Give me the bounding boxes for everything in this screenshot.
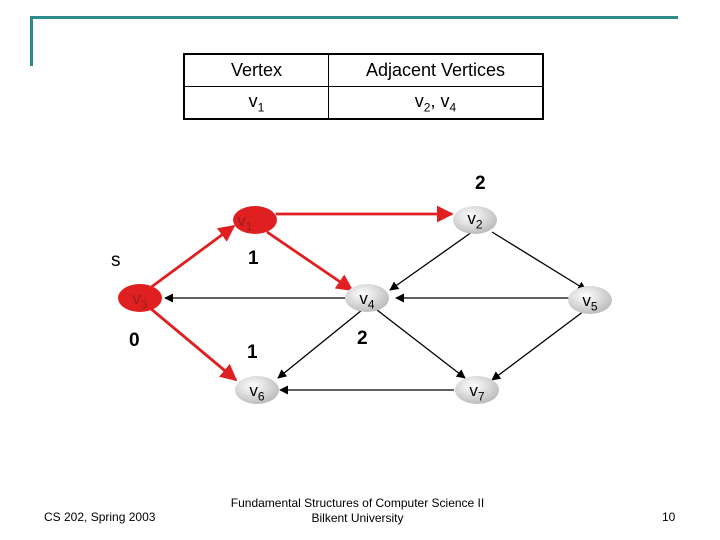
row-vertex-sub: 1 [257,100,265,115]
node-label-v3: v3 [110,289,170,314]
distance-label-v3: 0 [129,330,140,351]
row-adj-v4-letter: v [440,90,450,111]
edge-v3-v1 [149,224,236,290]
edge-v1-v4 [266,230,354,292]
footer-title: Fundamental Structures of Computer Scien… [210,496,505,526]
node-v2-letter: v [467,209,476,228]
distance-label-v1: 1 [248,248,259,269]
node-label-v4: v4 [337,289,397,314]
node-v3-sub: 3 [140,297,148,312]
node-v1 [233,206,277,234]
footer-title-line2: Bilkent University [311,511,404,525]
node-v1-sub: 1 [245,219,253,234]
node-label-v1: v1 [215,211,275,236]
node-v7-sub: 7 [477,389,485,404]
node-label-v6: v6 [227,381,287,406]
node-v1-letter: v [237,211,246,230]
row-vertex-letter: v [248,90,258,111]
top-decoration-line [30,16,678,19]
node-v2-sub: 2 [475,217,483,232]
node-v3 [118,284,162,312]
edge-v2-v5 [491,231,587,291]
edge-v3-v6 [149,306,238,382]
row-adj-separator: , [430,90,441,111]
edge-v5-v7 [491,307,589,381]
row-adj-v2-sub: 2 [423,100,431,115]
node-v6 [235,376,279,404]
node-v4-letter: v [359,289,368,308]
left-decoration-line [30,16,33,66]
node-v5-sub: 5 [590,299,598,314]
node-label-v5: v5 [560,291,620,316]
node-v2 [453,206,497,234]
header-adjacent-vertices: Adjacent Vertices [328,54,543,87]
node-v5 [568,286,612,314]
distance-label-v4: 2 [357,328,368,349]
source-label: s [111,250,121,271]
edge-v2-v4 [389,231,473,291]
node-label-v2: v2 [445,209,505,234]
row-adj-v2-letter: v [414,90,424,111]
node-v5-letter: v [582,291,591,310]
distance-label-v2: 2 [475,173,486,194]
edge-v4-v6 [277,309,363,379]
table-header-row: Vertex Adjacent Vertices [184,54,543,87]
node-v4 [345,284,389,312]
node-v6-letter: v [249,381,258,400]
node-label-v7: v7 [447,381,507,406]
row-adjacent-cell: v2, v4 [329,87,544,120]
distance-label-v6: 1 [247,342,258,363]
header-vertex: Vertex [184,54,329,87]
table-row: v1 v2, v4 [184,86,544,120]
edge-v4-v7 [376,309,466,379]
node-v7 [455,376,499,404]
node-v6-sub: 6 [257,389,265,404]
footer-course: CS 202, Spring 2003 [44,510,156,524]
adjacency-table: Vertex Adjacent Vertices v1 v2, v4 [183,53,544,120]
row-vertex-cell: v1 [184,86,329,119]
node-v4-sub: 4 [367,297,375,312]
footer-title-line1: Fundamental Structures of Computer Scien… [230,496,485,510]
node-v7-letter: v [469,381,478,400]
row-adj-v4-sub: 4 [449,100,457,115]
footer-page-number: 10 [662,510,676,524]
node-v3-letter: v [132,289,141,308]
